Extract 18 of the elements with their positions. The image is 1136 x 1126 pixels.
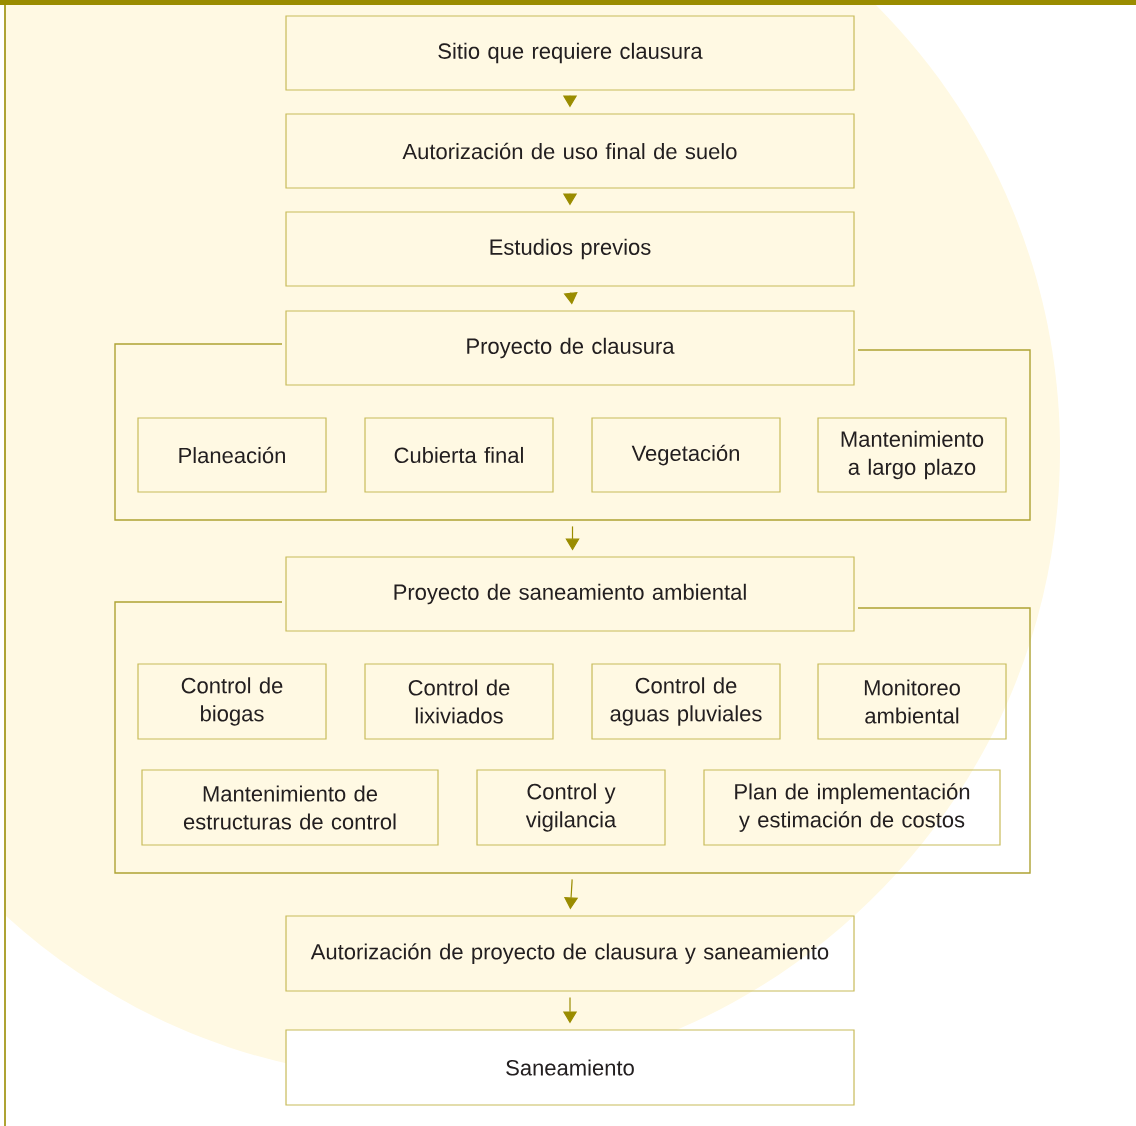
step-box: Planeación — [137, 417, 327, 493]
process-box: Autorización de uso final de suelo — [285, 113, 855, 189]
step-box: Monitoreo ambiental — [817, 663, 1007, 740]
step-box: Control de biogas — [137, 663, 327, 740]
heading-box: Proyecto de saneamiento ambiental — [285, 556, 855, 632]
step-box: Control de aguas pluviales — [591, 663, 781, 740]
step-box: Control de lixiviados — [364, 663, 554, 740]
heading-box: Proyecto de clausura — [285, 310, 855, 386]
step-box: Plan de implementación y estimación de costos — [703, 769, 1001, 846]
process-box: Sitio que requiere clausura — [285, 15, 855, 91]
step-box: Mantenimiento de estructuras de control — [141, 769, 439, 846]
step-box: Cubierta final — [364, 417, 554, 493]
step-box: Control y vigilancia — [476, 769, 666, 846]
step-box: Vegetación — [591, 417, 781, 493]
process-box: Saneamiento — [285, 1029, 855, 1106]
process-box: Estudios previos — [285, 211, 855, 287]
process-box: Autorización de proyecto de clausura y saneamiento — [285, 915, 855, 992]
step-box: Mantenimiento a largo plazo — [817, 417, 1007, 493]
